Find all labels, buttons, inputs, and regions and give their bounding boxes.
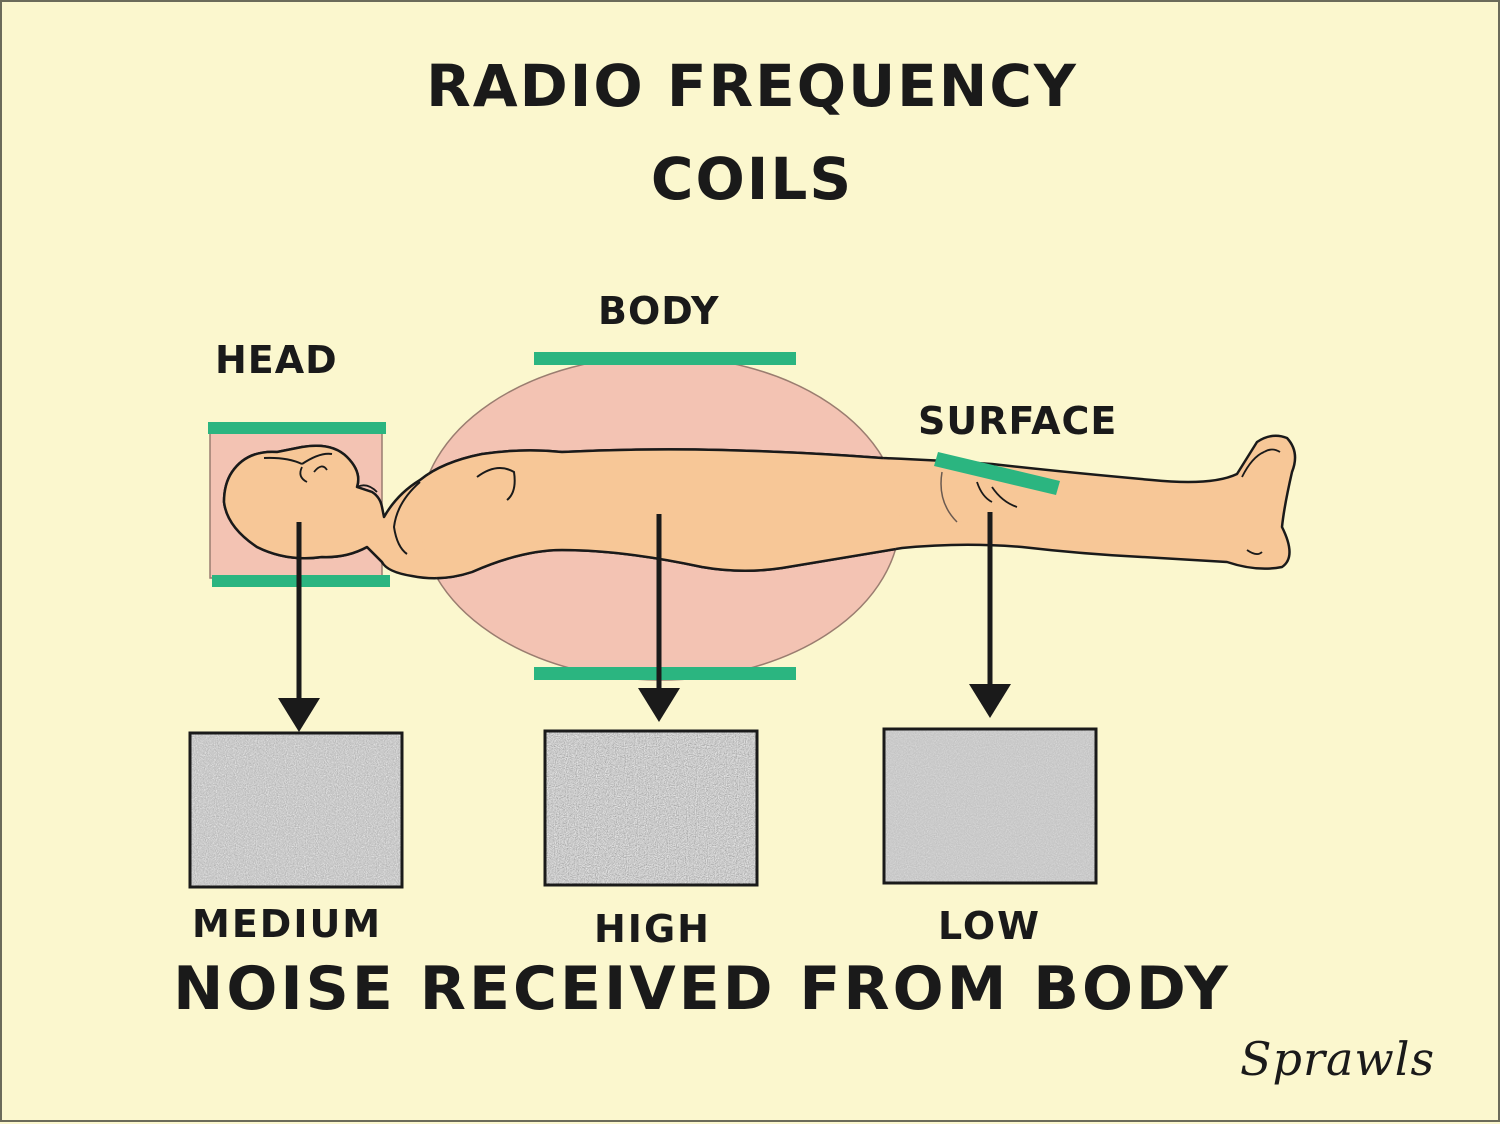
noise-box-high (543, 729, 759, 887)
noise-box-medium (188, 731, 404, 889)
body-coil-label: BODY (598, 289, 720, 333)
bottom-title: NOISE RECEIVED FROM BODY (173, 954, 1231, 1024)
surface-coil-bar (934, 452, 1060, 495)
title-line-2: COILS (650, 145, 854, 213)
noise-box-low (882, 727, 1098, 885)
surface-coil-label: SURFACE (918, 399, 1118, 443)
author-signature: Sprawls (1240, 1032, 1436, 1086)
body-coil-bars (534, 352, 796, 680)
body-noise-arrow (638, 514, 680, 722)
head-noise-arrow (278, 522, 320, 732)
head-coil-label: HEAD (215, 338, 338, 382)
noise-level-medium-label: MEDIUM (192, 902, 383, 946)
noise-level-high-label: HIGH (594, 907, 711, 951)
title-line-1: RADIO FREQUENCY (426, 52, 1078, 120)
surface-noise-arrow (969, 512, 1011, 718)
noise-level-low-label: LOW (938, 904, 1042, 948)
patient-figure (222, 434, 1297, 580)
